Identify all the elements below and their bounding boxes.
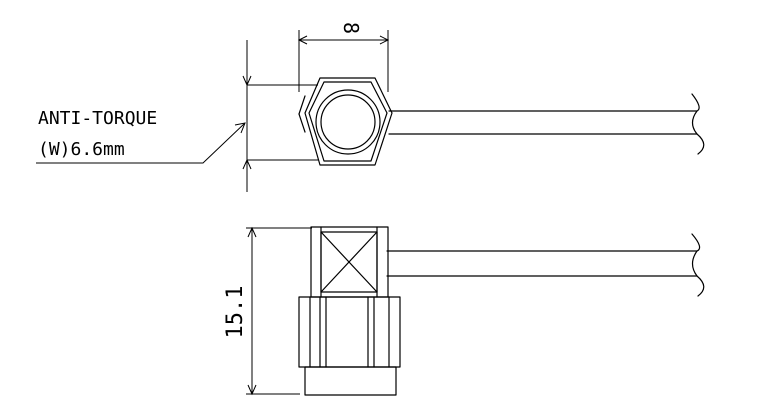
anti-torque-dimension	[36, 40, 318, 192]
height-label: 15.1	[223, 286, 248, 339]
height-dimension: 15.1	[223, 226, 312, 396]
hex-nut-side	[298, 296, 401, 396]
cable-top	[388, 93, 705, 155]
anti-torque-label: ANTI-TORQUE	[38, 108, 157, 129]
side-view: 15.1	[223, 226, 705, 396]
cable-side	[386, 233, 705, 297]
width-dimension: 8	[297, 22, 390, 92]
connector-head	[310, 226, 389, 298]
hex-nut-top	[298, 77, 393, 166]
top-view: 8 ANTI-TORQUE (W)6.6mm	[36, 22, 705, 192]
width-label: 8	[339, 22, 363, 34]
anti-torque-width: (W)6.6mm	[38, 139, 125, 160]
